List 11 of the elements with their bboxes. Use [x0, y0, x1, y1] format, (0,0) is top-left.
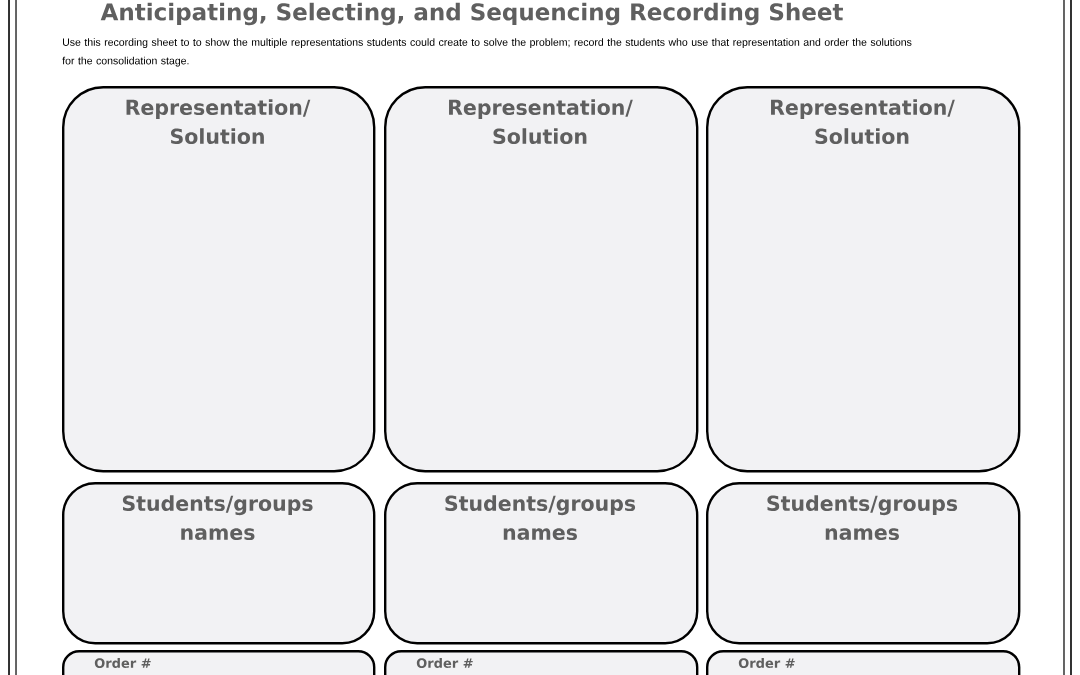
instructions: Use this recording sheet to to show the multiple representations students could create to solve the problem; record the students who use that representation and order the solutions for the consolidation stage. [62, 38, 912, 67]
order-box: Order # [384, 650, 699, 675]
names-box: Students/groups names [384, 482, 699, 645]
title: Anticipating, Selecting, and Sequencing Recording Sheet [100, 2, 843, 26]
order-box: Order # [62, 650, 376, 675]
solution-box: Representation/ Solution [384, 86, 699, 473]
names-box: Students/groups names [706, 482, 1021, 645]
order-box: Order # [706, 650, 1021, 675]
names-box: Students/groups names [62, 482, 376, 645]
solution-box: Representation/ Solution [706, 86, 1021, 473]
solution-box: Representation/ Solution [62, 86, 376, 473]
